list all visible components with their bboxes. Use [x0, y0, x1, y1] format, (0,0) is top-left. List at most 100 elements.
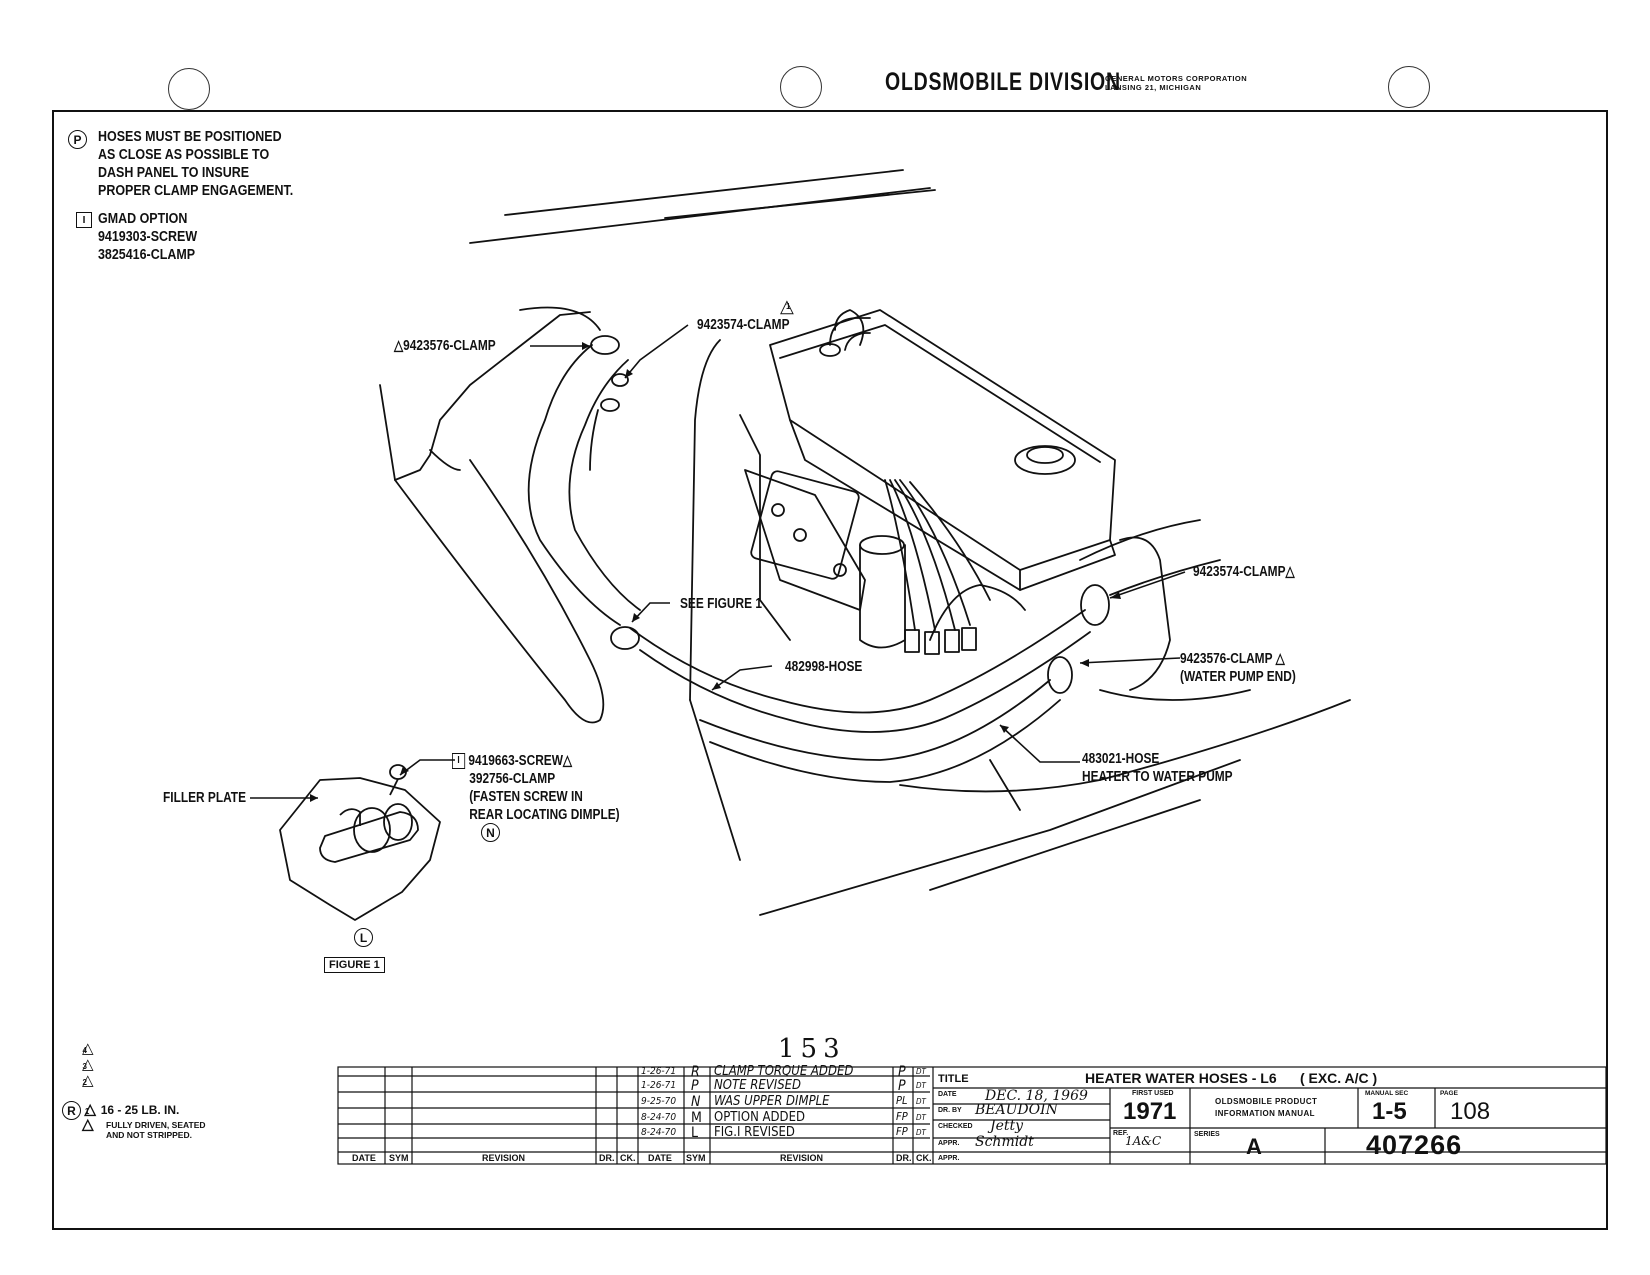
- revision-row-dr: FP: [896, 1110, 908, 1123]
- revision-row-ck: DT: [916, 1081, 926, 1090]
- punch-hole-right: [1388, 66, 1430, 108]
- revision-row-ck: DT: [916, 1128, 926, 1137]
- approved-label: APPR.: [938, 1140, 960, 1147]
- revision-row-date: 1-26-71: [641, 1066, 677, 1077]
- revision-row-dr: PL: [896, 1094, 908, 1107]
- legend-driven: △ FULLY DRIVEN, SEATED AND NOT STRIPPED.: [82, 1116, 206, 1140]
- symbol-l: L: [354, 928, 373, 947]
- punch-hole-center: [780, 66, 822, 108]
- revision-row-date: 8-24-70: [641, 1112, 677, 1123]
- first-used-label: FIRST USED: [1132, 1090, 1174, 1097]
- drawn-by-label: DR. BY: [938, 1107, 962, 1114]
- revision-row-text: CLAMP TORQUE ADDED: [714, 1064, 854, 1079]
- page-value: 108: [1450, 1098, 1491, 1125]
- manual-sec-label: MANUAL SEC: [1365, 1090, 1409, 1097]
- punch-hole-left: [168, 68, 210, 110]
- label-hose-482998: 482998-HOSE: [785, 659, 863, 675]
- rev-col-revision-left: REVISION: [482, 1153, 526, 1163]
- revision-row-sym: N: [691, 1094, 701, 1110]
- ref-value: 1A&C: [1125, 1134, 1162, 1148]
- revision-row-date: 1-26-71: [641, 1080, 677, 1091]
- revision-row-date: 8-24-70: [641, 1127, 677, 1138]
- revision-row-text: NOTE REVISED: [714, 1078, 802, 1093]
- series-label: SERIES: [1194, 1131, 1220, 1138]
- revision-row-sym: L: [691, 1125, 699, 1141]
- label-see-figure: SEE FIGURE 1: [680, 596, 762, 612]
- symbol-i: I: [452, 753, 466, 770]
- rev-col-dr-left: DR.: [599, 1153, 615, 1163]
- label-clamp-top: 9423574-CLAMP: [697, 317, 790, 333]
- gmad-screw: 9419303-SCREW: [98, 229, 198, 245]
- approved-signature: Schmidt: [975, 1134, 1034, 1150]
- triangle-4-icon: △: [82, 1040, 94, 1057]
- revision-row-dr: P: [898, 1078, 906, 1094]
- label-clamp-water-pump: 9423576-CLAMP △ (WATER PUMP END): [1180, 651, 1296, 685]
- label-clamp-left: △9423576-CLAMP: [394, 338, 496, 354]
- revision-row-sym: P: [691, 1078, 699, 1094]
- symbol-p: P: [68, 130, 87, 149]
- revision-row-ck: DT: [916, 1113, 926, 1122]
- label-figure-screw: I 9419663-SCREW△ 392756-CLAMP (FASTEN SC…: [452, 752, 620, 824]
- revision-row-dr: FP: [896, 1125, 908, 1138]
- rev-col-date-left: DATE: [352, 1153, 376, 1163]
- warning-triangle-icon: △: [1275, 651, 1285, 667]
- gmad-clamp: 3825416-CLAMP: [98, 247, 196, 263]
- label-hose-483021: 483021-HOSE HEATER TO WATER PUMP: [1082, 751, 1233, 785]
- date-label: DATE: [938, 1091, 957, 1098]
- revision-row-ck: DT: [916, 1097, 926, 1106]
- warning-triangle-icon: △1: [780, 296, 794, 316]
- rev-col-sym-left: SYM: [389, 1153, 409, 1163]
- manual-sec-value: 1-5: [1372, 1098, 1407, 1125]
- manual-name: OLDSMOBILE PRODUCT INFORMATION MANUAL: [1215, 1097, 1318, 1118]
- rev-col-revision: REVISION: [780, 1153, 824, 1163]
- note-p-text: HOSES MUST BE POSITIONED AS CLOSE AS POS…: [98, 129, 294, 199]
- page-number: 153: [778, 1034, 846, 1064]
- title-label: TITLE: [938, 1073, 969, 1085]
- rev-col-ck: CK.: [916, 1153, 932, 1163]
- first-used-value: 1971: [1123, 1098, 1177, 1125]
- rev-col-dr: DR.: [896, 1153, 912, 1163]
- legend-torque: R △1 16 - 25 LB. IN.: [62, 1100, 179, 1121]
- symbol-n: N: [481, 823, 500, 842]
- revision-row-ck: DT: [916, 1067, 926, 1076]
- rev-col-date: DATE: [648, 1153, 672, 1163]
- revision-row-text: OPTION ADDED: [714, 1110, 805, 1125]
- triangle-3-icon: △: [82, 1056, 94, 1073]
- warning-triangle-icon: △: [562, 753, 573, 769]
- ref-label: REF.: [1113, 1130, 1129, 1137]
- warning-triangle-icon: △: [1285, 564, 1295, 580]
- revision-row-sym: R: [691, 1064, 700, 1080]
- symbol-r: R: [62, 1101, 81, 1121]
- figure-1-label: FIGURE 1: [324, 957, 385, 973]
- legend-triangles: △4 △3 △2: [82, 1040, 94, 1089]
- label-clamp-right: 9423574-CLAMP△: [1193, 564, 1295, 580]
- drawing-title: HEATER WATER HOSES - L6 ( EXC. A/C ): [1085, 1070, 1378, 1086]
- checked-signature: Jetty: [990, 1118, 1024, 1134]
- triangle-0-icon: △: [82, 1116, 94, 1133]
- triangle-2-icon: △: [82, 1072, 94, 1089]
- revision-row-text: WAS UPPER DIMPLE: [714, 1094, 830, 1109]
- date-value: DEC. 18, 1969: [985, 1088, 1088, 1104]
- division-title: OLDSMOBILE DIVISION: [885, 68, 1121, 96]
- drawn-by-value: BEAUDOIN: [975, 1102, 1058, 1118]
- symbol-i: I: [76, 212, 92, 228]
- revision-row-text: FIG.I REVISED: [714, 1125, 795, 1140]
- rev-col-sym: SYM: [686, 1153, 706, 1163]
- drawing-border: [52, 110, 1608, 1230]
- corporation-name: GENERAL MOTORS CORPORATION LANSING 21, M…: [1105, 74, 1248, 92]
- series-value: A: [1246, 1134, 1262, 1159]
- rev-col-ck-left: CK.: [620, 1153, 636, 1163]
- revision-row-dr: P: [898, 1064, 906, 1080]
- gmad-title: GMAD OPTION: [98, 211, 188, 227]
- checked-label: CHECKED: [938, 1123, 973, 1130]
- revision-row-date: 9-25-70: [641, 1096, 677, 1107]
- approved-label-2: APPR.: [938, 1155, 960, 1162]
- warning-triangle-icon: △: [394, 338, 404, 354]
- triangle-1-icon: △: [84, 1101, 96, 1118]
- page-label: PAGE: [1440, 1090, 1458, 1097]
- drawing-number: 407266: [1366, 1130, 1463, 1160]
- label-filler-plate: FILLER PLATE: [163, 790, 247, 806]
- revision-row-sym: M: [691, 1110, 702, 1126]
